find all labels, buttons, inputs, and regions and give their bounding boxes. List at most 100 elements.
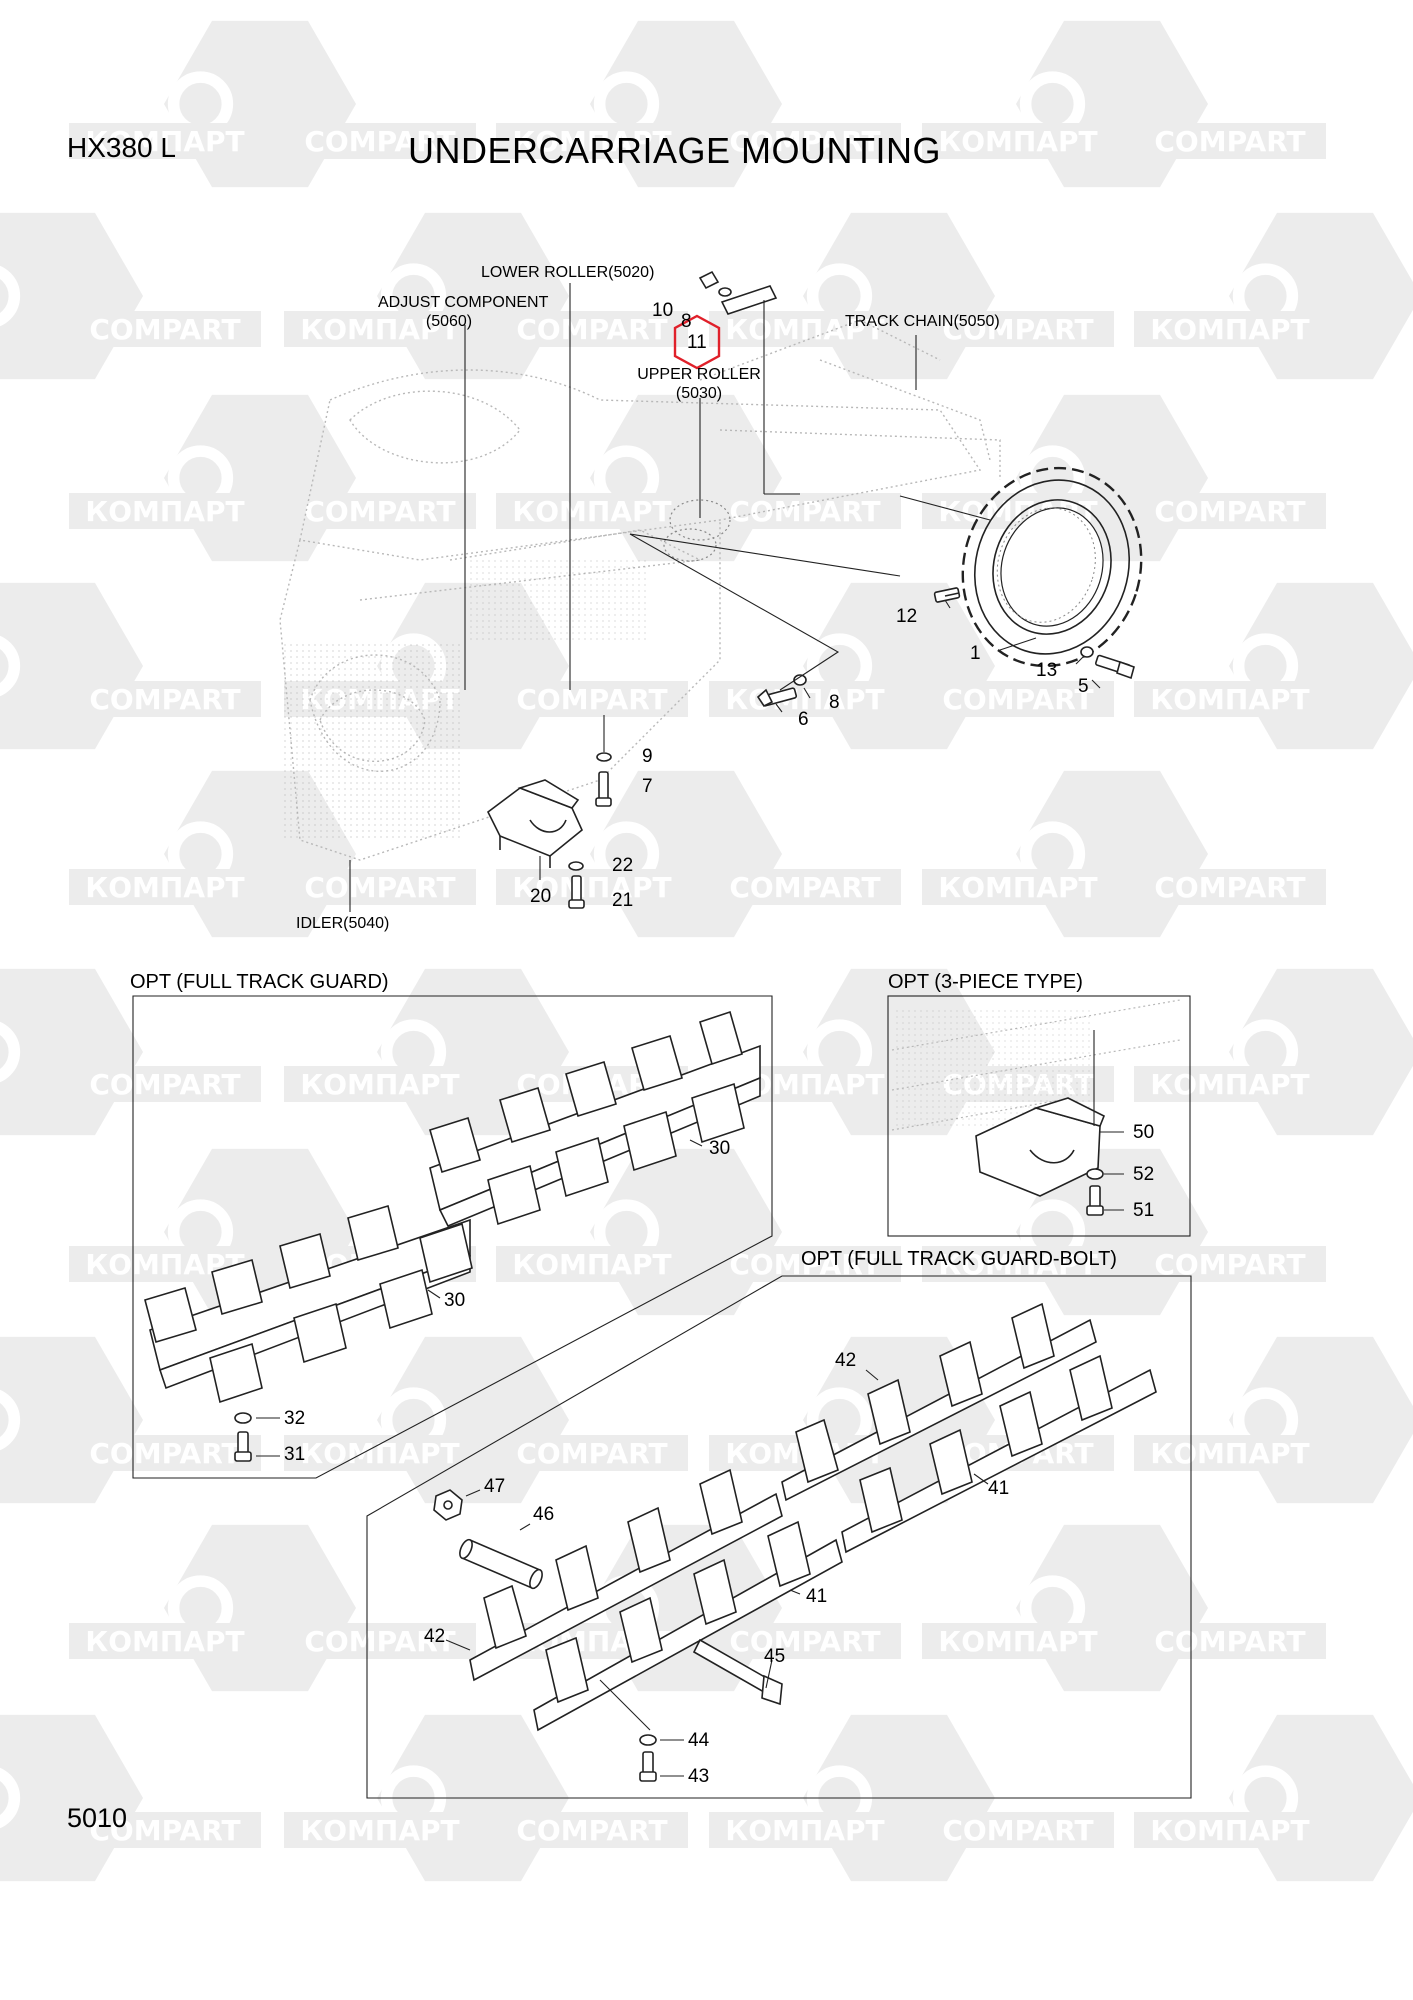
callout-21[interactable]: 21 <box>612 890 634 911</box>
label-upper-roller[interactable]: UPPER ROLLER (5030) <box>634 365 764 403</box>
label-opt-full-track-guard: OPT (FULL TRACK GUARD) <box>130 971 389 993</box>
callout-7[interactable]: 7 <box>642 776 653 797</box>
bolt-12 <box>933 587 961 603</box>
callout-47[interactable]: 47 <box>484 1476 506 1497</box>
callout-51[interactable]: 51 <box>1133 1200 1155 1221</box>
callout-5[interactable]: 5 <box>1078 676 1089 697</box>
bolt-51 <box>1086 1185 1104 1216</box>
callout-11[interactable]: 11 <box>687 332 707 353</box>
bracket-20 <box>486 779 583 868</box>
watermark-text: COMPART <box>942 313 1093 346</box>
label-adjust-component-line2: (5060) <box>425 313 473 330</box>
watermark-band <box>709 869 901 905</box>
label-adjust-component-line1: ADJUST COMPONENT <box>378 294 549 311</box>
watermark-text: КОМПАРТ <box>725 1814 884 1847</box>
callout-1[interactable]: 1 <box>970 643 981 664</box>
watermark-text: COMPART <box>304 871 455 904</box>
track-frame-dots-2 <box>470 560 650 640</box>
watermark-text: COMPART <box>304 1625 455 1658</box>
watermark-text: КОМПАРТ <box>300 1068 459 1101</box>
model-label: HX380 L <box>67 132 176 163</box>
watermark-text: КОМПАРТ <box>938 871 1097 904</box>
watermark-band <box>496 869 688 905</box>
bolt-5 <box>1095 654 1135 680</box>
callout-22[interactable]: 22 <box>612 855 634 876</box>
watermark-band <box>709 1812 901 1848</box>
washer-13 <box>1080 646 1094 658</box>
callout-32[interactable]: 32 <box>284 1408 306 1429</box>
watermark-text: COMPART <box>89 1068 240 1101</box>
callout-8-upper[interactable]: 8 <box>681 311 692 332</box>
watermark-text: COMPART <box>304 495 455 528</box>
callout-8[interactable]: 8 <box>829 692 840 713</box>
watermark-band <box>284 311 476 347</box>
callout-41-upper[interactable]: 41 <box>988 1478 1010 1499</box>
track-guard-30-upper <box>429 1010 761 1228</box>
watermark-logo-ring <box>0 1767 21 1829</box>
callout-41-lower[interactable]: 41 <box>806 1586 828 1607</box>
watermark-text: COMPART <box>516 313 667 346</box>
washer-8 <box>793 674 807 686</box>
watermark-text: КОМПАРТ <box>300 1437 459 1470</box>
watermark-text: КОМПАРТ <box>938 1625 1097 1658</box>
watermark-band <box>496 1246 688 1282</box>
label-lower-roller[interactable]: LOWER ROLLER(5020) <box>481 264 655 281</box>
callout-12[interactable]: 12 <box>896 606 918 627</box>
opt-full-track-guard-frame <box>132 995 773 1479</box>
watermark-band <box>69 869 261 905</box>
leader-lines-guard-bolt <box>445 1369 989 1777</box>
callout-44[interactable]: 44 <box>688 1730 710 1751</box>
watermark-band <box>69 123 261 159</box>
watermark-band <box>922 681 1114 717</box>
watermark-text: COMPART <box>942 683 1093 716</box>
watermark-text: COMPART <box>729 871 880 904</box>
watermark-band <box>1134 311 1326 347</box>
callout-20[interactable]: 20 <box>530 886 552 907</box>
callout-31[interactable]: 31 <box>284 1444 306 1465</box>
watermark-band <box>496 493 688 529</box>
watermark-band <box>69 1435 261 1471</box>
label-track-chain[interactable]: TRACK CHAIN(5050) <box>845 313 1000 330</box>
washer-52 <box>1086 1168 1104 1180</box>
label-idler[interactable]: IDLER(5040) <box>296 915 390 932</box>
callout-9[interactable]: 9 <box>642 746 653 767</box>
callout-6[interactable]: 6 <box>798 709 809 730</box>
callout-52[interactable]: 52 <box>1133 1164 1155 1185</box>
label-upper-roller-line2: (5030) <box>675 385 723 402</box>
callout-42-lower[interactable]: 42 <box>424 1626 446 1647</box>
watermark-text: КОМПАРТ <box>85 871 244 904</box>
leader-lines-guard <box>256 1139 703 1457</box>
bolt-31 <box>234 1431 252 1462</box>
callout-42-upper[interactable]: 42 <box>835 1350 857 1371</box>
callout-30-upper[interactable]: 30 <box>709 1138 731 1159</box>
watermark-text: COMPART <box>516 1437 667 1470</box>
watermark-band <box>69 1812 261 1848</box>
label-upper-roller-line1: UPPER ROLLER <box>637 366 761 383</box>
watermark-text: КОМПАРТ <box>725 313 884 346</box>
callout-46[interactable]: 46 <box>533 1504 555 1525</box>
callout-13[interactable]: 13 <box>1036 660 1058 681</box>
rail-42-upper <box>781 1302 1097 1502</box>
highlight-hexagon-11 <box>673 314 721 370</box>
label-opt-3-piece: OPT (3-PIECE TYPE) <box>888 971 1083 993</box>
watermark-text: COMPART <box>516 683 667 716</box>
callout-30-lower[interactable]: 30 <box>444 1290 466 1311</box>
watermark-band <box>69 311 261 347</box>
bracket-50 <box>975 1097 1106 1197</box>
watermark-band <box>1134 1066 1326 1102</box>
rail-42-lower <box>469 1468 783 1682</box>
callout-50[interactable]: 50 <box>1133 1122 1155 1143</box>
watermark-text: КОМПАРТ <box>512 495 671 528</box>
callout-45[interactable]: 45 <box>764 1646 786 1667</box>
watermark-text: КОМПАРТ <box>512 125 671 158</box>
callout-43[interactable]: 43 <box>688 1766 710 1787</box>
watermark-band <box>69 1623 261 1659</box>
callout-10[interactable]: 10 <box>652 300 674 321</box>
watermark-text: КОМПАРТ <box>85 125 244 158</box>
rail-41-lower <box>533 1520 843 1732</box>
label-adjust-component[interactable]: ADJUST COMPONENT (5060) <box>378 293 549 331</box>
watermark-text: COMPART <box>1154 495 1305 528</box>
watermark-band <box>496 681 688 717</box>
watermark-text: КОМПАРТ <box>1150 683 1309 716</box>
